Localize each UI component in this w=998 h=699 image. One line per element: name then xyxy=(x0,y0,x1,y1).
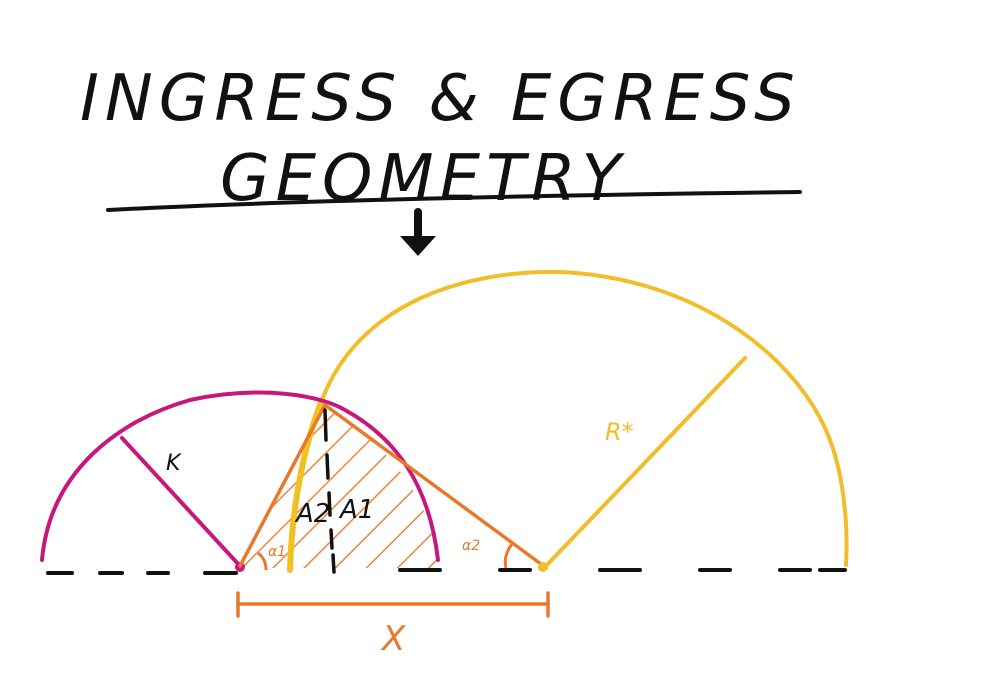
angle-2-arc xyxy=(503,543,514,569)
area-2-label: A2 xyxy=(294,499,330,529)
star-limb-segment xyxy=(287,397,325,573)
title-line-2: GEOMETRY xyxy=(220,142,627,216)
angle-1-arc xyxy=(257,551,268,571)
separation-label: X xyxy=(380,619,406,659)
separation-bracket xyxy=(236,591,550,618)
title-underline xyxy=(106,190,802,212)
title-line-1: INGRESS & EGRESS xyxy=(80,62,801,136)
star-radius-line xyxy=(543,356,747,569)
down-arrow-icon xyxy=(400,208,436,256)
overlap-hatch xyxy=(238,405,440,568)
star-radius-label: R* xyxy=(605,418,634,446)
planet-radius-line xyxy=(120,436,242,568)
area-1-label: A1 xyxy=(338,495,374,525)
triangle-edges xyxy=(238,403,547,569)
star-center-dot xyxy=(538,562,548,572)
divider-dashed xyxy=(323,408,336,574)
baseline-dashed xyxy=(46,568,847,575)
star-disk xyxy=(287,269,849,573)
planet-radius-label: K xyxy=(166,451,182,476)
angle-1-label: α1 xyxy=(268,544,286,560)
angle-2-label: α2 xyxy=(462,538,480,554)
title-block: INGRESS & EGRESS GEOMETRY xyxy=(80,62,802,216)
